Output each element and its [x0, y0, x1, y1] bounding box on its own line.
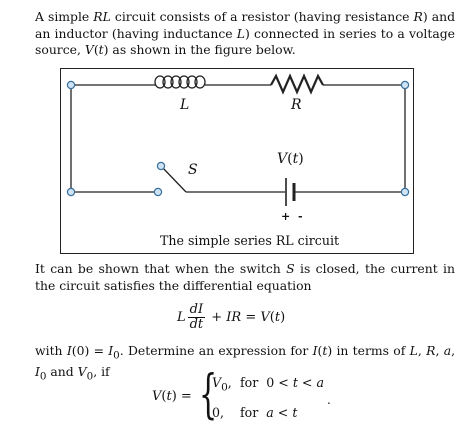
case1-condition: for 0 < t < a [240, 375, 324, 390]
inductor-label: L [180, 97, 190, 113]
resistor-label: R [291, 97, 302, 113]
terminal-node-bottom-right [400, 187, 410, 197]
switch-label: S [188, 162, 198, 178]
terminal-node-bottom-left [66, 187, 76, 197]
inductor-coil [154, 75, 206, 89]
switch-node-left [153, 187, 163, 197]
switch-arm [160, 165, 187, 193]
body-paragraph-1: It can be shown that when the switch S i… [35, 261, 456, 293]
case2-condition: for a < t [240, 405, 298, 420]
equation-end-period: . [327, 393, 331, 407]
resistor-zigzag [270, 73, 324, 95]
intro-paragraph: A simple RL circuit consists of a resist… [35, 9, 455, 57]
case2-value: 0, [212, 405, 225, 420]
circuit-figure-frame [60, 68, 414, 254]
plus-sign: + [281, 210, 291, 223]
case1-value: V0, [212, 375, 232, 394]
body-paragraph-2: with I(0) = I0. Determine an expression … [35, 343, 456, 383]
minus-sign: - [298, 210, 303, 223]
switch-node-top [156, 161, 166, 171]
figure-caption: The simple series RL circuit [160, 233, 340, 248]
terminal-node-top-right [400, 80, 410, 90]
source-label: V(t) [277, 151, 304, 167]
left-brace: { [199, 365, 218, 425]
terminal-node-top-left [66, 80, 76, 90]
piecewise-lhs: V(t) = [152, 389, 192, 404]
